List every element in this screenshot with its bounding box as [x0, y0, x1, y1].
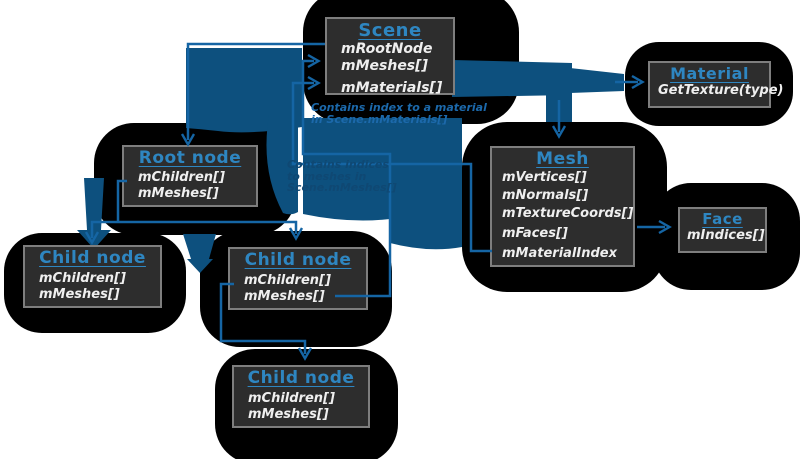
swath-scene-left: [186, 48, 302, 133]
swath-column-to-mesh: [546, 63, 572, 122]
child-bottom-fields: mChildren[] mMeshes[]: [234, 391, 368, 423]
root-field-mchildren: mChildren[]: [138, 170, 225, 185]
root-node-fields: mChildren[] mMeshes[]: [124, 170, 256, 202]
mesh-field-mtexturecoords: mTextureCoords[]: [502, 206, 634, 221]
material-box: Material GetTexture(type): [648, 61, 784, 108]
mesh-box: Mesh mVertices[] mNormals[] mTextureCoor…: [490, 146, 635, 267]
material-annotation-line2: in Scene.mMaterials[]: [311, 112, 448, 126]
mesh-field-mvertices: mVertices[]: [502, 170, 587, 185]
material-fields: GetTexture(type): [650, 83, 784, 99]
child-bottom-title: Child node: [247, 368, 355, 388]
material-annotation-line1: Contains index to a material: [311, 101, 487, 114]
root-field-mmeshes: mMeshes[]: [138, 186, 219, 201]
mesh-fields: mVertices[] mNormals[] mTextureCoords[] …: [492, 169, 633, 263]
mesh-title: Mesh: [536, 149, 589, 169]
material-field-gettexture: GetTexture(type): [658, 83, 784, 98]
swath-to-mesh-lobe: [390, 118, 462, 250]
child-bottom-field-mmeshes: mMeshes[]: [248, 407, 329, 422]
child-left-fields: mChildren[] mMeshes[]: [25, 271, 160, 303]
scene-field-mmaterials: mMaterials[]: [341, 80, 443, 96]
mesh-annotation-line3: Scene.mMeshes[]: [287, 181, 397, 194]
face-fields: mIndices[]: [680, 228, 765, 244]
child-mid-fields: mChildren[] mMeshes[]: [230, 273, 366, 305]
material-title: Material: [670, 64, 749, 83]
scene-box: Scene mRootNode mMeshes[] mMaterials[]: [325, 17, 455, 97]
child-node-left-box: Child node mChildren[] mMeshes[]: [23, 245, 162, 308]
child-bottom-field-mchildren: mChildren[]: [248, 391, 335, 406]
face-title: Face: [702, 210, 743, 228]
child-left-field-mmeshes: mMeshes[]: [39, 287, 120, 302]
face-box: Face mIndices[]: [678, 207, 767, 253]
child-left-field-mchildren: mChildren[]: [39, 271, 126, 286]
face-field-mindices: mIndices[]: [687, 228, 765, 243]
mesh-annotation: Contains indices to meshes in Scene.mMes…: [287, 159, 397, 194]
scene-field-mrootnode: mRootNode: [341, 41, 433, 57]
scene-fields: mRootNode mMeshes[] mMaterials[]: [327, 41, 453, 97]
child-node-mid-box: Child node mChildren[] mMeshes[]: [228, 247, 368, 310]
scene-field-mmeshes: mMeshes[]: [341, 58, 428, 74]
child-mid-field-mchildren: mChildren[]: [244, 273, 331, 288]
child-node-bottom-box: Child node mChildren[] mMeshes[]: [232, 365, 370, 428]
material-annotation: Contains index to a material in Scene.mM…: [311, 102, 487, 125]
root-node-box: Root node mChildren[] mMeshes[]: [122, 145, 258, 207]
mesh-field-mnormals: mNormals[]: [502, 188, 589, 203]
mesh-field-mfaces: mFaces[]: [502, 226, 568, 241]
child-left-title: Child node: [39, 248, 146, 268]
root-node-title: Root node: [138, 148, 242, 168]
mesh-field-mmaterialindex: mMaterialIndex: [502, 246, 617, 261]
mesh-annotation-line1: Contains indices: [287, 158, 389, 171]
child-mid-field-mmeshes: mMeshes[]: [244, 289, 325, 304]
swath-band-to-material: [570, 68, 624, 93]
child-mid-title: Child node: [244, 250, 352, 270]
scene-title: Scene: [358, 20, 422, 41]
